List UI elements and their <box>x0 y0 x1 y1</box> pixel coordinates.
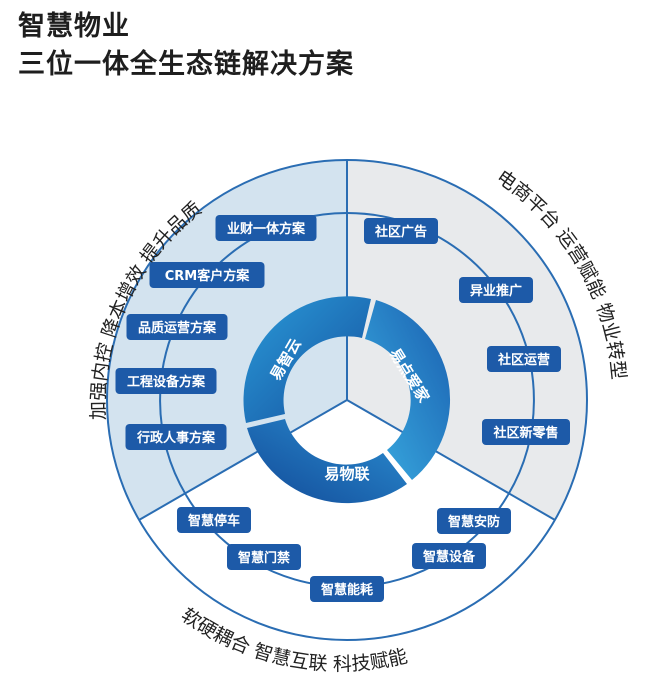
solution-pill-left-4[interactable]: 行政人事方案 <box>125 424 227 450</box>
pill-background <box>149 262 265 288</box>
pill-background <box>126 314 228 340</box>
pill-label: 智慧安防 <box>448 514 500 530</box>
pill-label: CRM客户方案 <box>165 268 250 284</box>
pill-background <box>364 218 438 244</box>
pill-label: 业财一体方案 <box>227 221 306 237</box>
pill-background <box>487 346 561 372</box>
pill-label: 智慧能耗 <box>321 582 373 598</box>
solution-pill-right-3[interactable]: 社区新零售 <box>482 419 570 445</box>
core-label-iot: 易物联 <box>324 465 370 483</box>
pill-label: 智慧停车 <box>188 513 240 529</box>
pill-label: 社区新零售 <box>492 425 558 441</box>
solution-pill-bottom-4[interactable]: 智慧设备 <box>412 543 486 569</box>
pill-background <box>215 215 317 241</box>
pill-background <box>227 544 301 570</box>
divider-left <box>138 399 348 521</box>
solution-pill-bottom-0[interactable]: 智慧停车 <box>177 507 251 533</box>
core-segment-cloud <box>243 296 371 423</box>
pill-background <box>125 424 227 450</box>
divider-right <box>346 399 556 521</box>
solution-pill-bottom-1[interactable]: 智慧门禁 <box>227 544 301 570</box>
pill-label: 社区广告 <box>374 224 427 240</box>
solution-pill-left-3[interactable]: 工程设备方案 <box>115 368 217 394</box>
page-title: 智慧物业 <box>18 11 130 42</box>
pill-background <box>437 508 511 534</box>
pill-label: 社区运营 <box>497 352 550 368</box>
solution-pill-left-2[interactable]: 品质运营方案 <box>126 314 228 340</box>
pill-label: 异业推广 <box>470 283 522 299</box>
pill-background <box>412 543 486 569</box>
pill-label: 智慧设备 <box>423 549 476 565</box>
pill-background <box>459 277 533 303</box>
title-block: 智慧物业 三位一体全生态链解决方案 <box>18 8 354 84</box>
pill-background <box>115 368 217 394</box>
pill-label: 工程设备方案 <box>127 374 206 390</box>
pill-label: 品质运营方案 <box>138 320 217 336</box>
solution-pill-right-0[interactable]: 社区广告 <box>364 218 438 244</box>
core-segment-home <box>365 300 451 480</box>
solution-pill-right-1[interactable]: 异业推广 <box>459 277 533 303</box>
solution-pill-right-2[interactable]: 社区运营 <box>487 346 561 372</box>
solution-pill-left-1[interactable]: CRM客户方案 <box>149 262 265 288</box>
pill-label: 智慧门禁 <box>238 550 290 566</box>
pill-background <box>310 576 384 602</box>
pill-background <box>177 507 251 533</box>
core-ring: 易智云 易点爱家 易物联 <box>243 296 451 504</box>
pill-label: 行政人事方案 <box>136 430 216 446</box>
core-segment-iot <box>247 419 407 504</box>
solution-pill-left-0[interactable]: 业财一体方案 <box>215 215 317 241</box>
pill-background <box>482 419 570 445</box>
solution-pill-bottom-2[interactable]: 智慧能耗 <box>310 576 384 602</box>
page-subtitle: 三位一体全生态链解决方案 <box>18 49 354 80</box>
solution-pill-bottom-3[interactable]: 智慧安防 <box>437 508 511 534</box>
